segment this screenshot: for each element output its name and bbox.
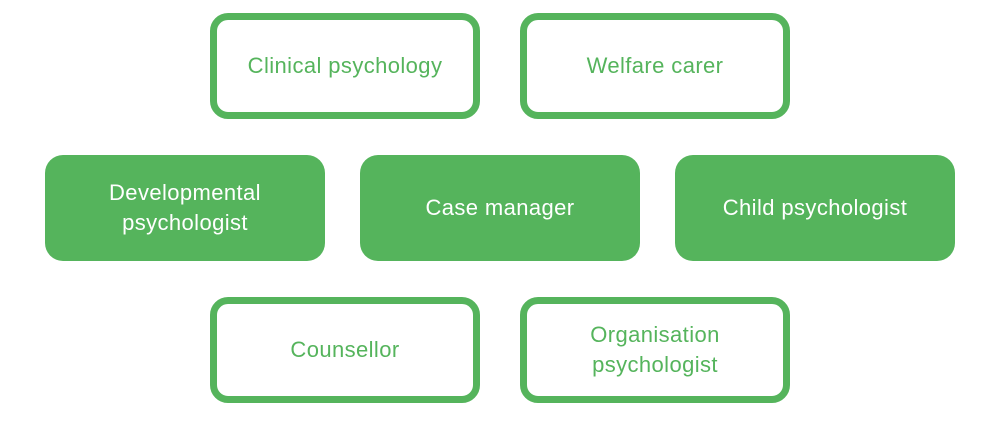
box-case-manager: Case manager — [360, 155, 640, 261]
box-label: Organisation psychologist — [590, 322, 720, 377]
box-label: Case manager — [425, 195, 575, 221]
box-counsellor: Counsellor — [210, 297, 480, 403]
diagram-row-middle: Developmental psychologist Case manager … — [0, 155, 1000, 261]
box-label: Counsellor — [290, 337, 400, 363]
box-label: Welfare carer — [586, 53, 724, 79]
box-child-psychologist: Child psychologist — [675, 155, 955, 261]
box-label: Clinical psychology — [247, 53, 443, 79]
box-developmental-psychologist: Developmental psychologist — [45, 155, 325, 261]
box-organisation-psychologist: Organisation psychologist — [520, 297, 790, 403]
diagram-row-top: Clinical psychology Welfare carer — [0, 13, 1000, 119]
box-label: Child psychologist — [722, 195, 908, 221]
diagram-row-bottom: Counsellor Organisation psychologist — [0, 297, 1000, 403]
box-label: Developmental psychologist — [109, 180, 261, 235]
box-welfare-carer: Welfare carer — [520, 13, 790, 119]
box-clinical-psychology: Clinical psychology — [210, 13, 480, 119]
